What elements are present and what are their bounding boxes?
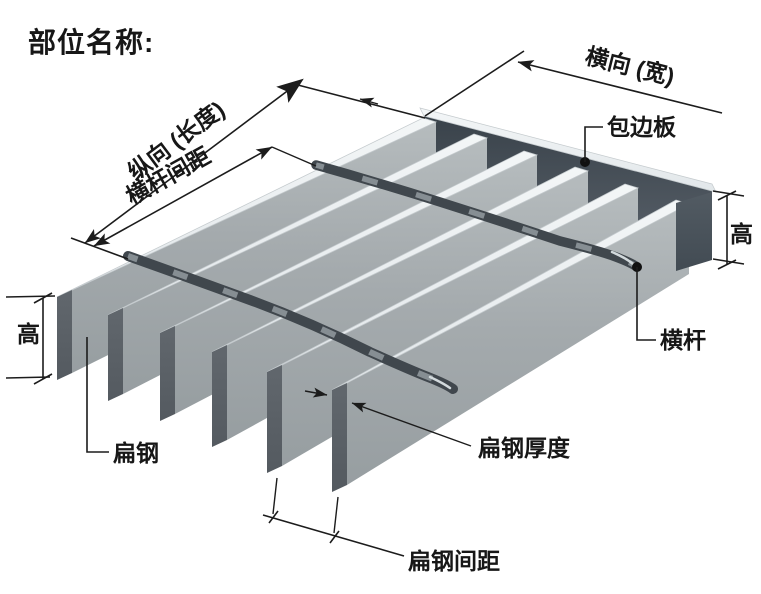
thickness-arrow [304,387,328,398]
leader-line [636,267,656,341]
leader-crossbar [632,262,656,341]
extension-line [70,237,129,260]
label-flat-bar-thickness: 扁钢厚度 [478,435,571,461]
extension-line [272,477,278,515]
label-height-left: 高 [17,321,40,347]
dim-flat-bar-thickness [304,387,472,447]
leader-line [271,146,317,167]
flat-bar-end-face [212,345,227,447]
leader-flat-bar [86,337,109,453]
label-edge-plate: 包边板 [607,114,677,140]
dim-crossbar-spacing [93,97,379,247]
leader-arrow [351,402,472,447]
dimension-line [517,60,723,114]
dim-height-left [5,292,56,385]
label-flat-bar-spacing: 扁钢间距 [408,548,500,574]
extension-line [293,83,426,119]
oblique-tick [33,292,53,304]
dimension-line [93,146,273,247]
crossbar-end-shine [610,250,635,266]
label-transverse-width: 横向 (宽) [583,43,677,90]
oblique-tick [33,373,53,385]
flat-bar-end-face [108,308,123,401]
edge-plate-end-face [676,192,712,271]
oblique-tick [329,530,340,544]
crossbar-end-shine [428,375,452,390]
flat-bar-end-face [57,290,72,380]
extension-line [424,50,525,117]
label-flat-bar: 扁钢 [113,440,159,466]
oblique-tick [717,190,737,201]
dim-height-right [712,190,745,270]
extension-line [333,496,339,534]
dim-flat-bar-spacing [262,477,405,557]
crossbar-2 [123,251,458,394]
dim-transverse [424,50,723,117]
label-crossbar: 横杆 [660,327,706,353]
leader-edge-plate [580,126,603,167]
flat-bar-end-face [160,326,175,421]
extension-line [712,258,745,265]
oblique-tick [268,510,279,524]
oblique-tick [717,259,737,270]
extension-line [712,190,745,197]
label-height-right: 高 [730,221,753,247]
crossbar-1 [311,160,642,272]
leader-line [584,126,603,162]
flat-bar-end-face [267,365,282,473]
flat-bar-side-face [347,204,689,485]
dimension-line [262,514,405,557]
page-title: 部位名称: [28,26,154,58]
flat-bar-end-face [332,383,347,492]
crossbar-twist-highlight [315,162,639,270]
spacing-arrow [359,97,379,108]
